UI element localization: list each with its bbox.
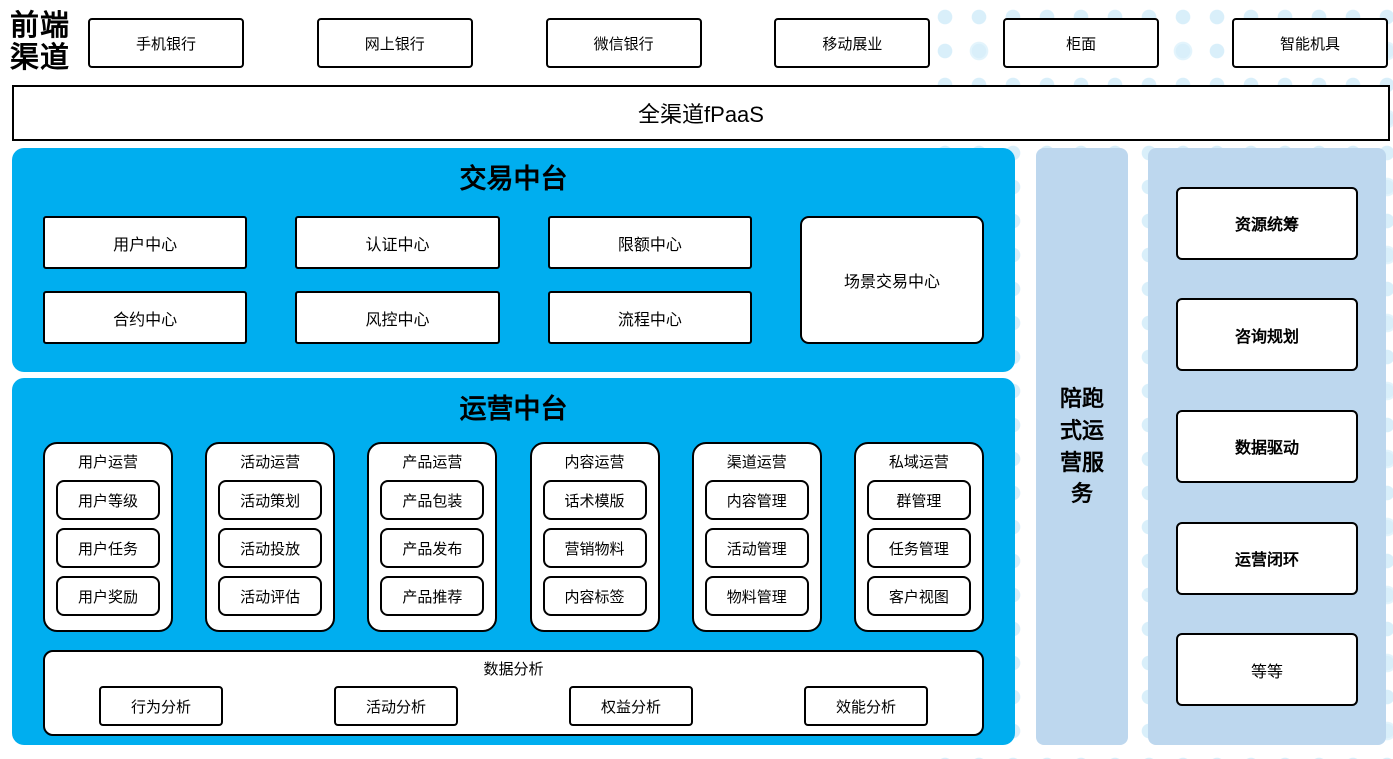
ops-item: 产品发布	[380, 528, 485, 568]
ops-columns: 用户运营 用户等级 用户任务 用户奖励 活动运营 活动策划 活动投放 活动评估 …	[43, 442, 984, 632]
channel-box-smart-devices: 智能机具	[1231, 18, 1388, 68]
center-box-user: 用户中心	[43, 216, 248, 269]
ops-item: 产品推荐	[380, 576, 485, 616]
ops-item: 营销物料	[542, 528, 647, 568]
ops-item: 物料管理	[704, 576, 809, 616]
data-analysis-panel: 数据分析 行为分析 活动分析 权益分析 效能分析	[43, 650, 984, 736]
ops-col-private-domain: 私域运营 群管理 任务管理 客户视图	[853, 442, 984, 632]
ops-item: 群管理	[866, 480, 971, 520]
ops-item: 客户视图	[866, 576, 971, 616]
analysis-box-efficiency: 效能分析	[804, 686, 928, 726]
ops-item: 内容标签	[542, 576, 647, 616]
channel-box-online-banking: 网上银行	[316, 18, 473, 68]
ops-item: 任务管理	[866, 528, 971, 568]
ops-item: 产品包装	[380, 480, 485, 520]
center-box-contract: 合约中心	[43, 291, 248, 344]
ops-col-content: 内容运营 话术模版 营销物料 内容标签	[529, 442, 660, 632]
ops-col-user: 用户运营 用户等级 用户任务 用户奖励	[43, 442, 173, 632]
channel-row: 手机银行 网上银行 微信银行 移动展业 柜面 智能机具	[88, 18, 1388, 68]
accompany-service-bar: 陪跑式运营服务	[1036, 148, 1128, 745]
accompany-service-label: 陪跑式运营服务	[1059, 385, 1104, 507]
channel-box-counter: 柜面	[1003, 18, 1160, 68]
center-box-process: 流程中心	[547, 291, 753, 344]
ops-col-title: 活动运营	[240, 454, 301, 471]
ops-platform-block: 运营中台 用户运营 用户等级 用户任务 用户奖励 活动运营 活动策划 活动投放 …	[12, 378, 1015, 745]
ops-col-activity: 活动运营 活动策划 活动投放 活动评估	[205, 442, 336, 632]
center-box-auth: 认证中心	[295, 216, 500, 269]
ops-col-channel: 渠道运营 内容管理 活动管理 物料管理	[691, 442, 822, 632]
ops-item: 活动策划	[218, 480, 323, 520]
ops-item: 用户奖励	[56, 576, 160, 616]
front-channel-label: 前端渠道	[10, 10, 71, 75]
analysis-box-activity: 活动分析	[334, 686, 458, 726]
center-box-scene-trade: 场景交易中心	[800, 216, 984, 344]
ops-col-title: 产品运营	[402, 454, 463, 471]
ops-item: 活动评估	[218, 576, 323, 616]
ops-item: 话术模版	[542, 480, 647, 520]
center-box-limit: 限额中心	[547, 216, 753, 269]
fpaas-bar: 全渠道fPaaS	[12, 85, 1390, 141]
data-analysis-title: 数据分析	[483, 661, 544, 678]
service-box-closed-loop: 运营闭环	[1176, 521, 1358, 595]
ops-col-title: 渠道运营	[726, 454, 787, 471]
ops-col-title: 内容运营	[564, 454, 625, 471]
ops-item: 用户等级	[56, 480, 160, 520]
service-box-resource: 资源统筹	[1176, 186, 1358, 260]
analysis-box-behavior: 行为分析	[99, 686, 223, 726]
ops-item: 内容管理	[704, 480, 809, 520]
channel-box-mobile-banking: 手机银行	[88, 18, 244, 68]
analysis-box-rights: 权益分析	[569, 686, 693, 726]
ops-col-product: 产品运营 产品包装 产品发布 产品推荐	[367, 442, 498, 632]
service-box-data-driven: 数据驱动	[1176, 409, 1358, 483]
channel-box-mobile-marketing: 移动展业	[774, 18, 931, 68]
service-panel: 资源统筹 咨询规划 数据驱动 运营闭环 等等	[1148, 148, 1386, 745]
ops-item: 用户任务	[56, 528, 160, 568]
ops-col-title: 私域运营	[888, 454, 949, 471]
trade-platform-block: 交易中台 用户中心 认证中心 限额中心 场景交易中心 合约中心 风控中心 流程中…	[12, 148, 1015, 372]
center-box-risk: 风控中心	[295, 291, 500, 344]
trade-platform-grid: 用户中心 认证中心 限额中心 场景交易中心 合约中心 风控中心 流程中心	[43, 216, 984, 344]
data-analysis-row: 行为分析 活动分析 权益分析 效能分析	[45, 686, 982, 726]
channel-box-wechat-banking: 微信银行	[545, 18, 702, 68]
ops-col-title: 用户运营	[77, 454, 138, 471]
ops-platform-title: 运营中台	[459, 394, 568, 424]
service-box-etc: 等等	[1176, 633, 1358, 707]
ops-item: 活动管理	[704, 528, 809, 568]
trade-platform-title: 交易中台	[459, 164, 568, 194]
ops-item: 活动投放	[218, 528, 323, 568]
service-box-consulting: 咨询规划	[1176, 298, 1358, 372]
